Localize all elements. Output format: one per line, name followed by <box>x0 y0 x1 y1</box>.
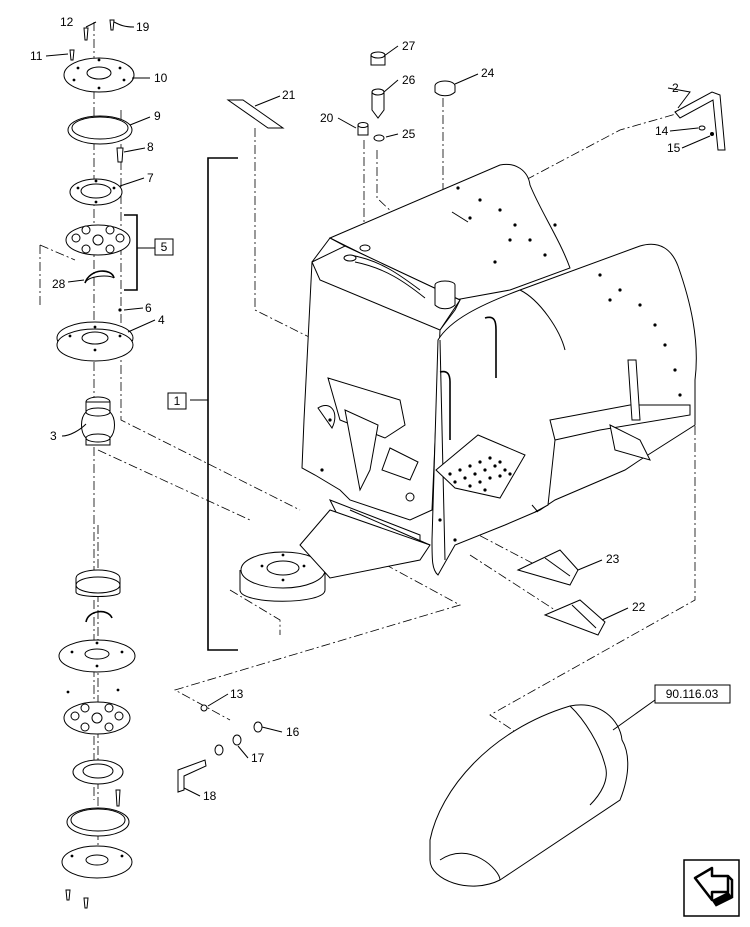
bracket-group-1 <box>190 157 238 651</box>
callout-1: 1 <box>174 394 181 408</box>
snap-ring-28 <box>84 270 115 284</box>
bracket-2 <box>674 91 726 151</box>
screw-8 <box>116 147 124 163</box>
washer-16 <box>253 721 263 733</box>
callout-27: 27 <box>402 39 416 53</box>
callout-26: 26 <box>402 73 416 87</box>
callout-11: 11 <box>30 49 43 63</box>
step-23 <box>516 549 579 586</box>
callout-16: 16 <box>286 725 300 739</box>
callout-15: 15 <box>667 141 681 155</box>
callout-28: 28 <box>52 277 66 291</box>
bolt-15 <box>710 132 714 136</box>
callout-17: 17 <box>251 751 265 765</box>
strip-21 <box>226 99 285 129</box>
cap-24 <box>434 80 456 97</box>
washer-6 <box>118 308 122 312</box>
washer-17 <box>214 734 242 756</box>
seat-cushion <box>429 704 629 887</box>
plate-lower <box>61 845 133 909</box>
snap-ring-lower <box>85 610 113 623</box>
callout-2: 2 <box>672 81 679 95</box>
callout-20: 20 <box>320 111 334 125</box>
callout-7: 7 <box>147 171 154 185</box>
callout-19: 19 <box>136 20 150 34</box>
callout-21: 21 <box>282 88 296 102</box>
washer-25 <box>373 134 385 142</box>
callout-12: 12 <box>60 15 74 29</box>
nut-27 <box>370 51 386 66</box>
callout-23: 23 <box>606 552 620 566</box>
callout-6: 6 <box>145 301 152 315</box>
callout-4: 4 <box>158 313 165 327</box>
next-page-arrow-icon[interactable] <box>683 859 740 917</box>
callout-22: 22 <box>632 600 646 614</box>
disc-lower <box>58 639 136 673</box>
callout-14: 14 <box>655 124 669 138</box>
screw-12 <box>83 27 89 41</box>
bearing-race-5 <box>65 224 131 256</box>
nut-13 <box>200 704 208 712</box>
cap-20 <box>357 122 369 136</box>
callout-13: 13 <box>230 687 244 701</box>
callout-25: 25 <box>402 127 416 141</box>
callout-8: 8 <box>147 140 154 154</box>
housing-holes <box>320 186 682 542</box>
callout-box-1: 1 <box>167 392 187 410</box>
housing-base <box>239 509 431 602</box>
swivel-hub-3 <box>81 396 115 446</box>
callout-10: 10 <box>154 71 168 85</box>
callout-3: 3 <box>50 429 57 443</box>
bushing <box>75 569 121 597</box>
screw-11 <box>69 49 75 61</box>
callout-9: 9 <box>154 109 161 123</box>
pin-18 <box>177 759 207 793</box>
plate-10 <box>63 57 135 93</box>
washer-14 <box>698 125 706 131</box>
ring-9 <box>67 115 133 145</box>
reference-label[interactable]: 90.116.03 <box>666 687 719 701</box>
gear-plate-lower <box>72 759 124 807</box>
ring-lower <box>66 807 130 837</box>
seat-leader <box>612 699 656 731</box>
gear-plate-7 <box>69 178 123 206</box>
bearing-race-lower <box>63 688 131 735</box>
callout-labels: 12 19 11 10 9 8 7 28 6 4 3 21 27 26 20 2… <box>30 15 681 803</box>
reference-box[interactable]: 90.116.03 <box>654 684 731 704</box>
disc-4 <box>56 321 134 362</box>
callout-5: 5 <box>161 240 168 254</box>
callout-leaders <box>45 21 711 797</box>
pin-26 <box>371 88 385 119</box>
callout-box-5: 5 <box>154 238 174 256</box>
bracket-group-5 <box>124 214 155 291</box>
callout-24: 24 <box>481 66 495 80</box>
step-22 <box>543 599 606 636</box>
screw-19 <box>109 19 115 31</box>
grate-holes <box>448 456 512 492</box>
main-housing-1 <box>301 163 697 576</box>
callout-18: 18 <box>203 789 217 803</box>
